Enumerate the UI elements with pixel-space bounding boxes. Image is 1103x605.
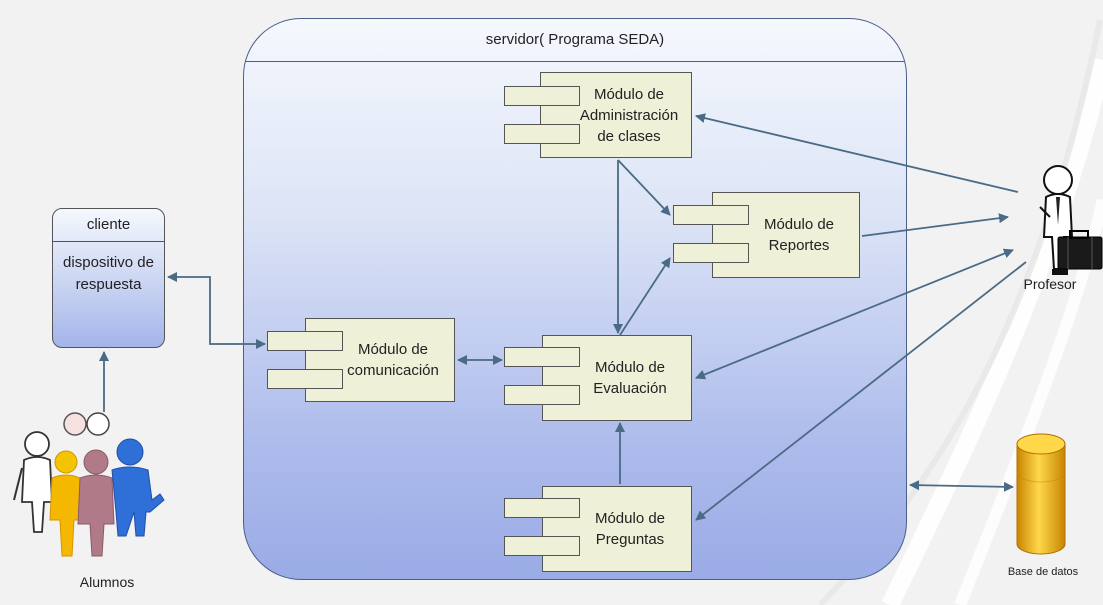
students-group-icon [13,412,165,557]
profesor-label: Profesor [1023,276,1077,292]
component-evaluacion-tab-top [504,347,580,367]
edge-profesor-evaluacion [695,248,1014,380]
component-reportes-tab-top [673,205,749,225]
edge-profesor-admin [695,113,1019,193]
edge-admin-reportes [617,159,671,216]
component-comunicacion-label: Módulo de comunicación [347,341,439,379]
teacher-with-briefcase-icon [1039,165,1103,275]
database-label: Base de datos [1007,566,1079,578]
component-preguntas-tab-top [504,498,580,518]
component-admin-tab-top [504,86,580,106]
component-evaluacion-tab-bottom [504,385,580,405]
component-admin-tab-bottom [504,124,580,144]
component-comunicacion-tab-bottom [267,369,343,389]
component-preguntas-tab-bottom [504,536,580,556]
edge-client-comunicacion [167,272,266,349]
component-evaluacion-label: Módulo de Evaluación [593,359,667,397]
edge-server-database [909,480,1014,492]
edge-reportes-profesor [861,213,1009,237]
client-node: cliente dispositivo de respuesta [52,208,165,348]
alumnos-label: Alumnos [79,574,135,590]
component-admin-label: Módulo de Administración de clases [579,85,679,145]
client-header: cliente [53,209,164,242]
database-cylinder-icon [1016,433,1066,555]
server-title: servidor( Programa SEDA) [244,19,906,62]
edge-evaluacion-reportes [619,257,671,336]
edge-profesor-preguntas [695,261,1027,521]
component-comunicacion-tab-top [267,331,343,351]
component-preguntas-label: Módulo de Preguntas [594,510,666,548]
client-body-label: dispositivo de respuesta [63,254,154,293]
